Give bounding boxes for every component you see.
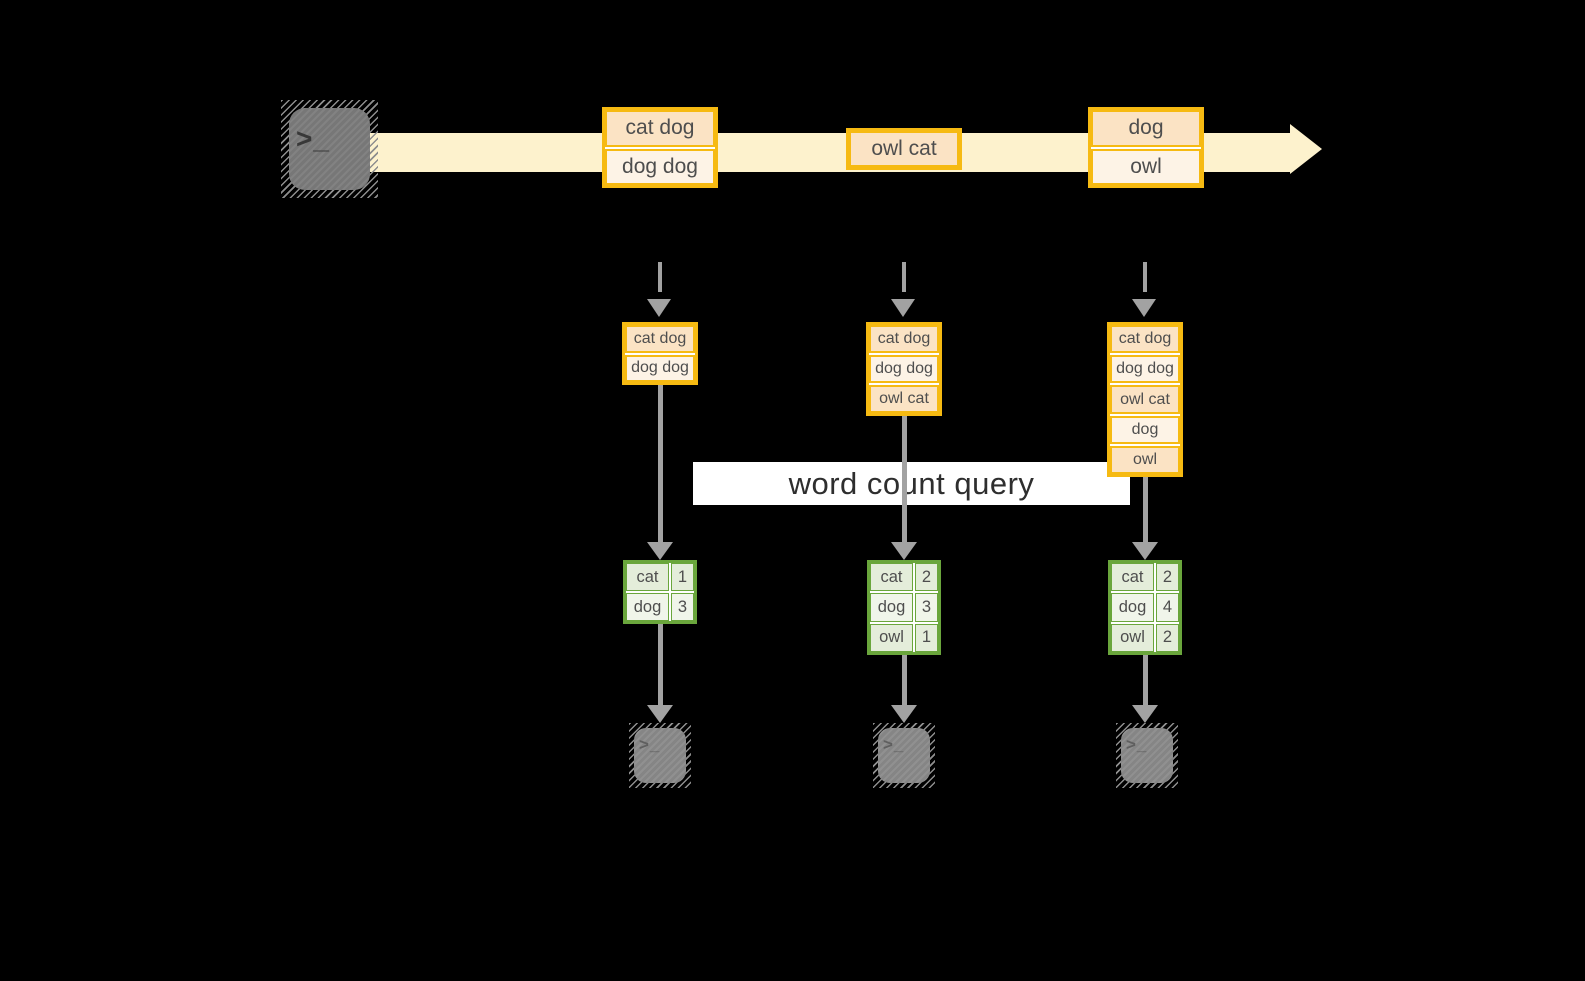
stream-to-state-arrowhead-icon <box>647 299 671 317</box>
state-row: dog dog <box>625 354 695 382</box>
state-row: cat dog <box>625 325 695 353</box>
query-arrow <box>658 384 663 543</box>
stream-event-box: owl cat <box>846 128 962 170</box>
stream-to-state-arrowhead-icon <box>1132 299 1156 317</box>
terminal-prompt-icon: >_ <box>296 123 330 154</box>
terminal-sink-icon: >_ <box>1116 723 1178 788</box>
stream-event-row: owl cat <box>849 131 959 167</box>
result-table: cat 2 dog 3 owl 1 <box>867 560 941 655</box>
stream-event-row: dog dog <box>605 148 715 185</box>
query-label: word count query <box>693 462 1130 505</box>
state-row: owl cat <box>1110 385 1180 414</box>
result-word: cat <box>1111 563 1154 592</box>
result-word: dog <box>626 593 669 621</box>
result-count: 3 <box>915 593 938 622</box>
output-arrow <box>658 624 663 706</box>
state-row: dog dog <box>869 355 939 383</box>
terminal-body <box>878 728 930 783</box>
state-row: cat dog <box>1110 325 1180 354</box>
result-count: 2 <box>1156 623 1179 652</box>
stream-event-row: owl <box>1091 148 1201 185</box>
result-count: 2 <box>915 563 938 592</box>
stream-to-state-arrow <box>1143 262 1147 292</box>
result-word: dog <box>1111 593 1154 622</box>
state-table: cat dog dog dog owl cat <box>866 322 942 416</box>
result-table: cat 1 dog 3 <box>623 560 697 624</box>
state-row: dog dog <box>1110 355 1180 384</box>
state-row: cat dog <box>869 325 939 353</box>
terminal-source-icon: >_ <box>281 100 378 198</box>
input-stream-arrowhead-icon <box>1290 124 1322 174</box>
terminal-sink-icon: >_ <box>629 723 691 788</box>
query-arrow <box>1143 476 1148 543</box>
terminal-body <box>1121 728 1173 783</box>
query-arrowhead-icon <box>1132 542 1158 560</box>
output-arrow <box>1143 655 1148 706</box>
result-word: dog <box>870 593 913 622</box>
result-count: 4 <box>1156 593 1179 622</box>
result-count: 3 <box>671 593 694 621</box>
stream-event-row: dog <box>1091 110 1201 147</box>
output-arrowhead-icon <box>647 705 673 723</box>
stream-event-box: cat dog dog dog <box>602 107 718 188</box>
result-word: owl <box>870 623 913 652</box>
terminal-prompt-icon: >_ <box>883 735 905 754</box>
terminal-prompt-icon: >_ <box>1126 735 1148 754</box>
state-row: owl cat <box>869 385 939 413</box>
result-table: cat 2 dog 4 owl 2 <box>1108 560 1182 655</box>
result-word: owl <box>1111 623 1154 652</box>
state-row: dog <box>1110 415 1180 444</box>
output-arrow <box>902 655 907 706</box>
state-row: owl <box>1110 445 1180 475</box>
result-word: cat <box>870 563 913 592</box>
terminal-prompt-icon: >_ <box>639 735 661 754</box>
state-table: cat dog dog dog owl cat dog owl <box>1107 322 1183 477</box>
query-arrow <box>902 415 907 543</box>
query-arrowhead-icon <box>891 542 917 560</box>
result-count: 2 <box>1156 563 1179 592</box>
result-word: cat <box>626 563 669 591</box>
output-arrowhead-icon <box>891 705 917 723</box>
result-count: 1 <box>915 623 938 652</box>
terminal-body <box>289 108 370 190</box>
stream-to-state-arrow <box>658 262 662 292</box>
stream-event-box: dog owl <box>1088 107 1204 188</box>
query-arrowhead-icon <box>647 542 673 560</box>
terminal-body <box>634 728 686 783</box>
state-table: cat dog dog dog <box>622 322 698 385</box>
stream-event-row: cat dog <box>605 110 715 147</box>
output-arrowhead-icon <box>1132 705 1158 723</box>
terminal-sink-icon: >_ <box>873 723 935 788</box>
result-count: 1 <box>671 563 694 591</box>
stream-to-state-arrow <box>902 262 906 292</box>
stream-to-state-arrowhead-icon <box>891 299 915 317</box>
